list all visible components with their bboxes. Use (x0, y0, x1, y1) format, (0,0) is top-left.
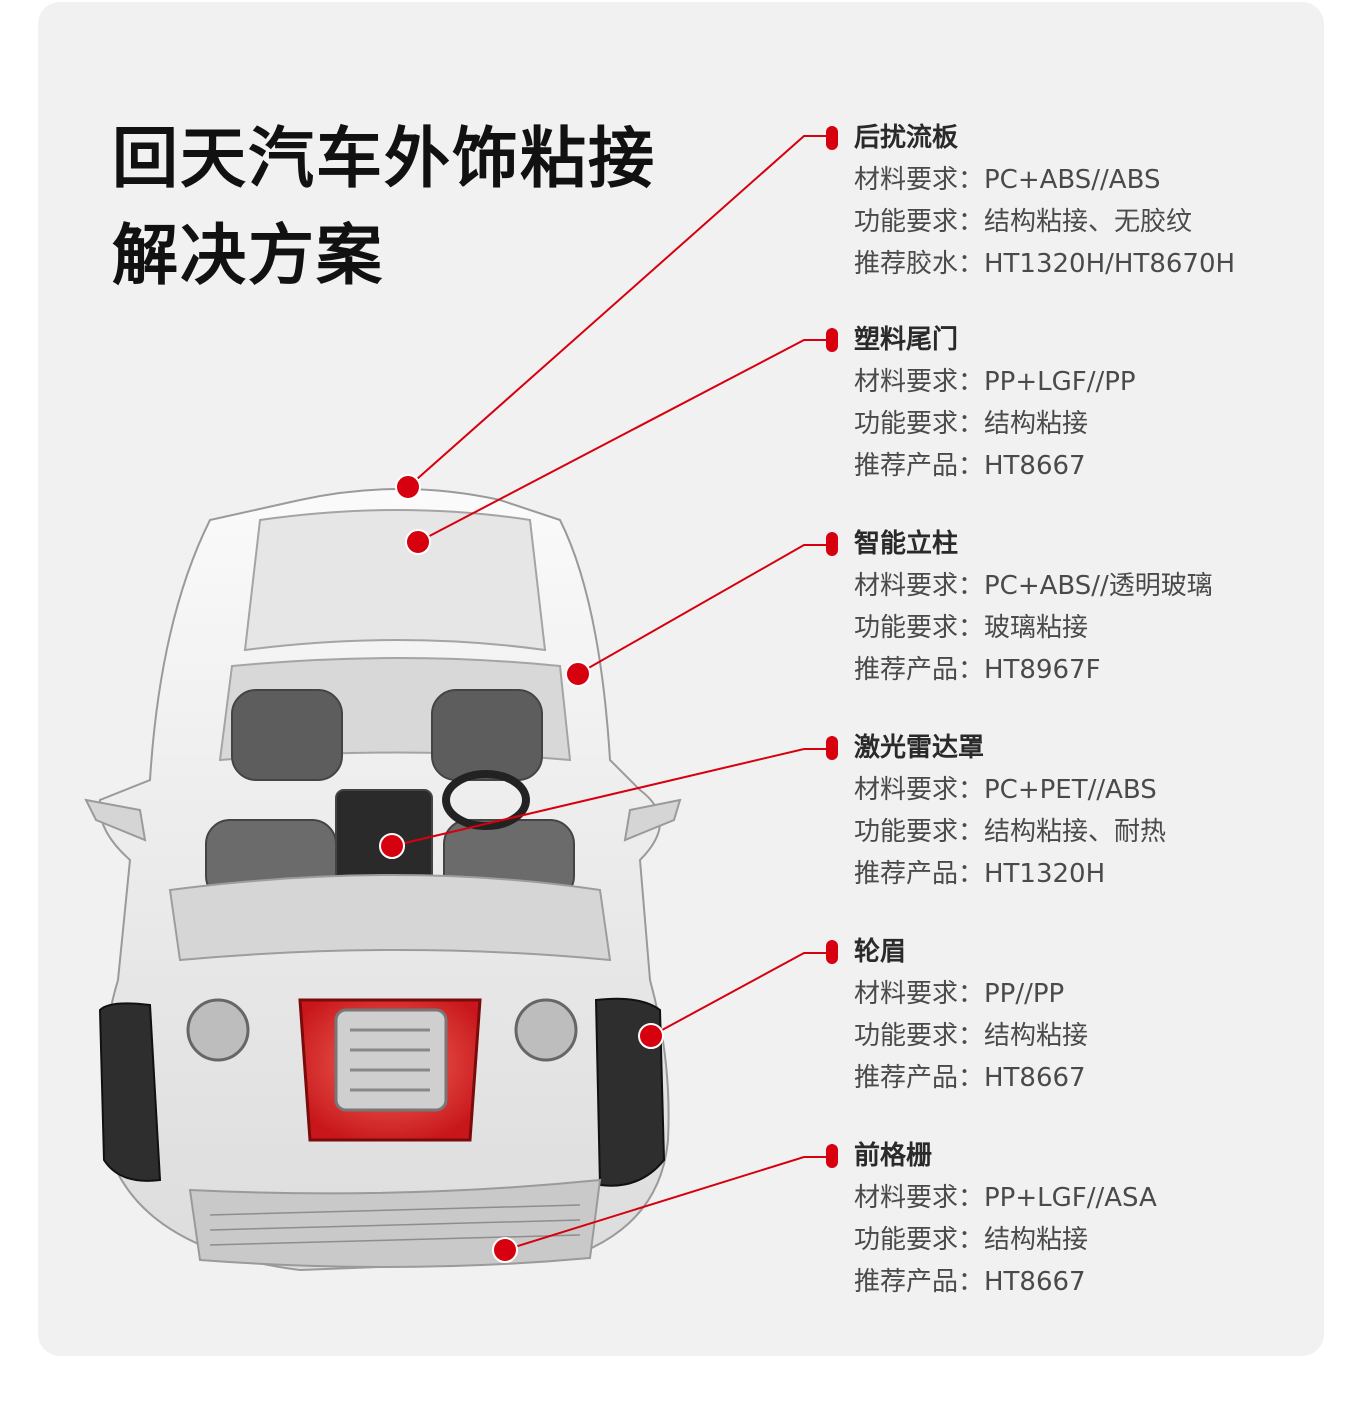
part-block-rear-spoiler: 后扰流板 材料要求：PC+ABS//ABS 功能要求：结构粘接、无胶纹 推荐胶水… (826, 122, 1296, 280)
dot-pillar (565, 661, 591, 687)
function-requirement: 功能要求：结构粘接 (854, 1225, 1089, 1255)
material-requirement: 材料要求：PP+LGF//PP (854, 367, 1136, 397)
material-requirement: 材料要求：PP+LGF//ASA (854, 1183, 1157, 1213)
function-requirement: 功能要求：结构粘接 (854, 1021, 1089, 1051)
callout-leaders (391, 135, 830, 1251)
recommended-product: 推荐产品：HT8667 (854, 451, 1086, 481)
page-subtitle: 解决方案 (112, 217, 384, 294)
part-name: 后扰流板 (854, 123, 959, 153)
part-block-tailgate: 塑料尾门 材料要求：PP+LGF//PP 功能要求：结构粘接 推荐产品：HT86… (826, 324, 1296, 482)
dot-tailgate (405, 529, 431, 555)
part-name: 轮眉 (854, 937, 907, 967)
callout-line-pillar (577, 544, 830, 675)
car-hood (168, 874, 612, 962)
part-name: 塑料尾门 (854, 325, 959, 355)
dot-lidar (379, 833, 405, 859)
callout-line-tailgate (417, 339, 830, 543)
recommended-product: 推荐产品：HT8967F (854, 655, 1101, 685)
callout-line-lidar (391, 748, 830, 847)
function-requirement: 功能要求：结构粘接、无胶纹 (854, 207, 1193, 237)
function-requirement: 功能要求：结构粘接 (854, 409, 1089, 439)
accent-marker (826, 532, 838, 556)
recommended-product: 推荐产品：HT1320H (854, 859, 1106, 889)
accent-marker (826, 940, 838, 964)
part-block-wheel-arch: 轮眉 材料要求：PP//PP 功能要求：结构粘接 推荐产品：HT8667 (826, 936, 1296, 1094)
dot-grille (492, 1237, 518, 1263)
part-block-lidar-cover: 激光雷达罩 材料要求：PC+PET//ABS 功能要求：结构粘接、耐热 推荐产品… (826, 732, 1296, 890)
recommended-product: 推荐胶水：HT1320H/HT8670H (854, 249, 1236, 279)
part-name: 智能立柱 (854, 529, 959, 559)
part-block-smart-pillar: 智能立柱 材料要求：PC+ABS//透明玻璃 功能要求：玻璃粘接 推荐产品：HT… (826, 528, 1296, 686)
callout-line-rear-spoiler (407, 135, 830, 488)
dot-rear-spoiler (395, 474, 421, 500)
callout-dots (379, 474, 664, 1263)
car-mirrors (84, 798, 682, 842)
dot-wheel-arch (638, 1023, 664, 1049)
car-wheels (98, 997, 666, 1187)
engine-block (186, 998, 578, 1142)
callout-line-wheel-arch (650, 952, 830, 1037)
page-title: 回天汽车外饰粘接 (112, 120, 656, 197)
accent-marker (826, 736, 838, 760)
material-requirement: 材料要求：PC+PET//ABS (854, 775, 1157, 805)
front-bumper (188, 1178, 602, 1269)
accent-marker (826, 1144, 838, 1168)
function-requirement: 功能要求：玻璃粘接 (854, 613, 1089, 643)
part-name: 激光雷达罩 (854, 733, 985, 763)
accent-marker (826, 126, 838, 150)
material-requirement: 材料要求：PP//PP (854, 979, 1065, 1009)
part-block-front-grille: 前格栅 材料要求：PP+LGF//ASA 功能要求：结构粘接 推荐产品：HT86… (826, 1140, 1296, 1298)
material-requirement: 材料要求：PC+ABS//ABS (854, 165, 1161, 195)
accent-marker (826, 328, 838, 352)
function-requirement: 功能要求：结构粘接、耐热 (854, 817, 1167, 847)
recommended-product: 推荐产品：HT8667 (854, 1063, 1086, 1093)
part-name: 前格栅 (854, 1141, 933, 1171)
callout-line-grille (504, 1156, 830, 1251)
recommended-product: 推荐产品：HT8667 (854, 1267, 1086, 1297)
material-requirement: 材料要求：PC+ABS//透明玻璃 (854, 571, 1213, 601)
